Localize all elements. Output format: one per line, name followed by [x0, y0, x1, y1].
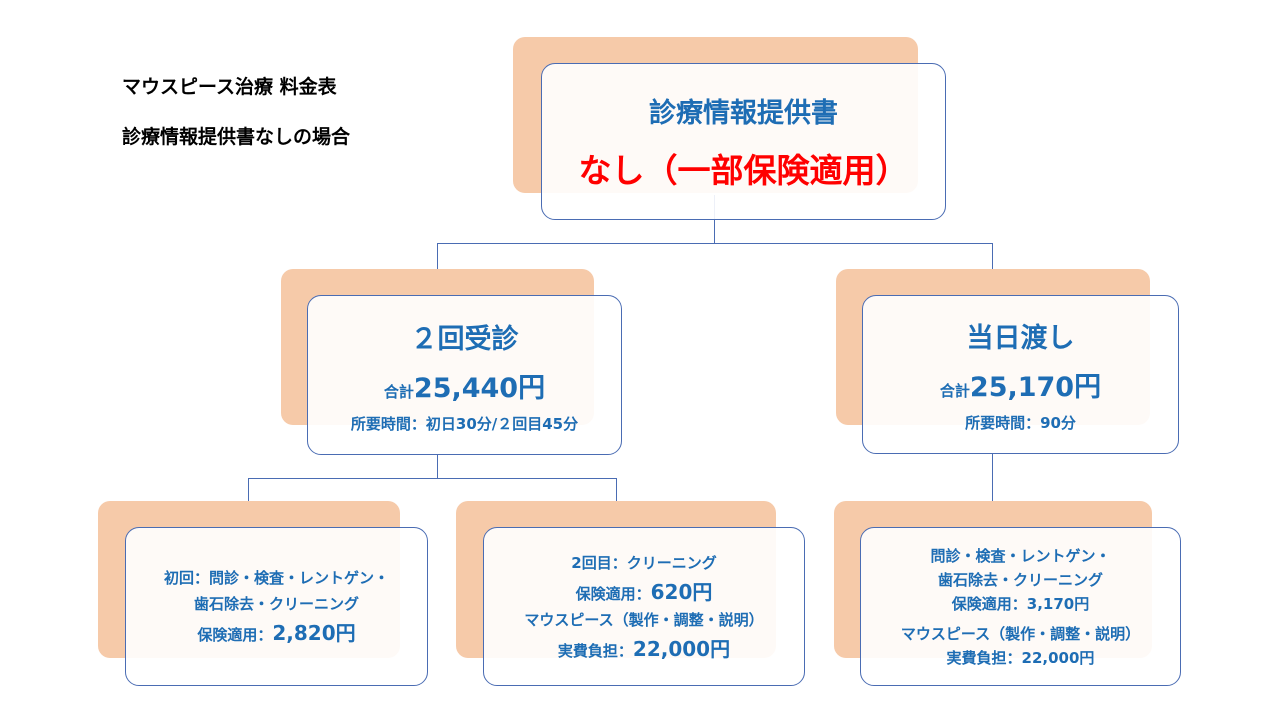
insurance-price: 2,820円 — [272, 621, 356, 645]
procedure-line: 初回：問診・検査・レントゲン・ — [163, 569, 389, 587]
total-price: 25,170円 — [969, 372, 1102, 403]
time-required: 所要時間：初日30分/２回目45分 — [350, 414, 579, 433]
top-box: 診療情報提供書 なし（一部保険適用） — [541, 63, 946, 220]
procedure-line: 歯石除去・クリーニング — [937, 570, 1103, 589]
connector — [248, 478, 617, 479]
insurance-line: 保険適用：3,170円 — [951, 594, 1090, 613]
same-day-title: 当日渡し — [966, 323, 1075, 354]
procedure-line: 問診・検査・レントゲン・ — [930, 546, 1111, 565]
total-label: 合計 — [383, 382, 414, 401]
cost-price: 22,000円 — [632, 636, 731, 661]
page-subtitle: 診療情報提供書なしの場合 — [122, 126, 351, 148]
first-visit-box: 初回：問診・検査・レントゲン・ 歯石除去・クリーニング 保険適用：2,820円 — [125, 527, 428, 686]
total-label: 合計 — [939, 382, 970, 400]
top-title: 診療情報提供書 — [649, 98, 838, 129]
connector — [992, 454, 993, 527]
insurance-label: 保険適用： — [575, 584, 651, 603]
same-day-box: 当日渡し 合計25,170円 所要時間：90分 — [862, 295, 1179, 454]
procedure-line: 歯石除去・クリーニング — [193, 595, 359, 613]
insurance-price: 620円 — [650, 579, 713, 604]
procedure-line: 2回目：クリーニング — [571, 553, 717, 572]
cost-label: 実費負担： — [557, 641, 633, 660]
connector — [437, 243, 993, 244]
connector — [437, 455, 438, 478]
two-visits-box: ２回受診 合計25,440円 所要時間：初日30分/２回目45分 — [307, 295, 622, 455]
insurance-label: 保険適用： — [197, 626, 273, 644]
page-title: マウスピース治療 料金表 — [122, 76, 337, 98]
second-visit-box: 2回目：クリーニング 保険適用：620円 マウスピース（製作・調整・説明） 実費… — [483, 527, 805, 686]
two-visits-title: ２回受診 — [410, 323, 519, 355]
cost-line: 実費負担：22,000円 — [946, 648, 1095, 667]
top-status: なし（一部保険適用） — [578, 151, 909, 190]
time-required: 所要時間：90分 — [965, 414, 1076, 432]
same-day-detail-box: 問診・検査・レントゲン・ 歯石除去・クリーニング 保険適用：3,170円 マウス… — [860, 527, 1181, 686]
mouthpiece-line: マウスピース（製作・調整・説明） — [900, 624, 1141, 643]
mouthpiece-line: マウスピース（製作・調整・説明） — [524, 610, 764, 629]
total-price: 25,440円 — [413, 372, 546, 404]
